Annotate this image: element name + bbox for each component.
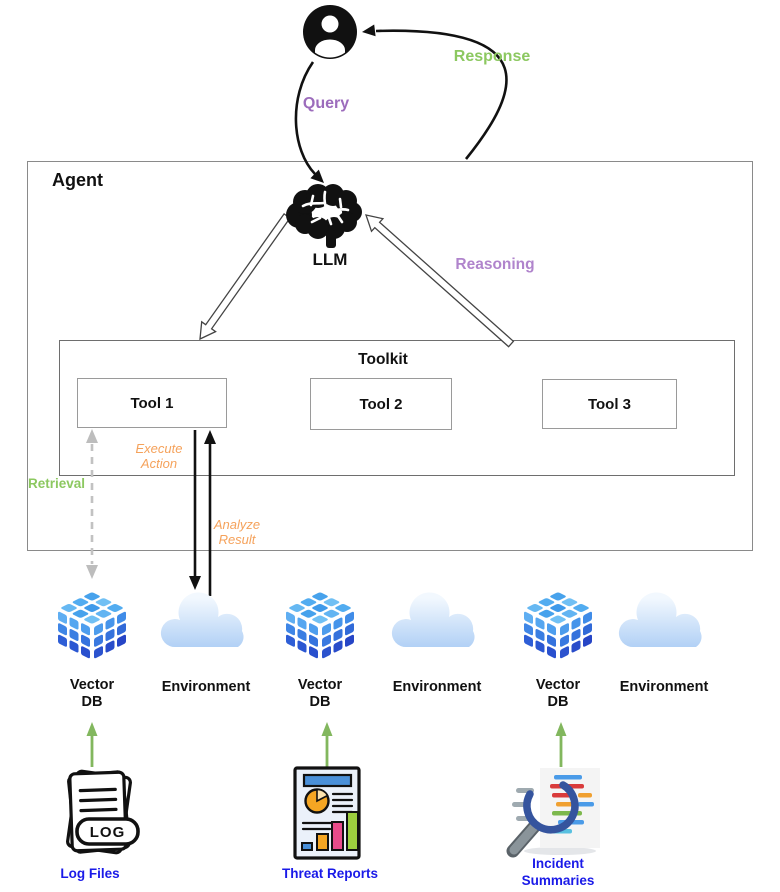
toolkit-label: Toolkit [358, 351, 408, 368]
analyze-result-line2: Result [218, 532, 256, 547]
reasoning-label: Reasoning [455, 256, 535, 273]
tool-1-label: Tool 1 [130, 394, 174, 412]
vector-db-2-line2: DB [309, 694, 331, 710]
environment-label-1: Environment [161, 679, 251, 695]
threat-reports-label: Threat Reports [281, 866, 379, 881]
vector-db-label-3: Vector DB [513, 677, 603, 711]
vector-db-1-line1: Vector [69, 677, 115, 693]
log-files-label: Log Files [60, 866, 120, 881]
analyze-result-label: Analyze Result [202, 517, 272, 547]
vector-db-2-line1: Vector [297, 677, 343, 693]
query-arrow [294, 61, 324, 183]
log-files-arrow [85, 720, 99, 769]
toolkit-box [59, 340, 735, 476]
threat-reports-arrow [320, 720, 334, 769]
execute-action-line1: Execute [135, 441, 183, 456]
llm-label: LLM [312, 250, 348, 269]
incident-summaries-arrow [554, 720, 568, 769]
tool-2-box: Tool 2 [310, 378, 452, 430]
user-icon [303, 5, 357, 59]
reasoning-arrow [365, 214, 515, 348]
tool-1-box: Tool 1 [77, 378, 227, 428]
vector-db-label-1: Vector DB [47, 677, 137, 711]
vector-db-1-line2: DB [81, 694, 103, 710]
vector-db-icon-1 [55, 589, 129, 663]
environment-cloud-icon-1 [160, 592, 244, 648]
vector-db-label-2: Vector DB [275, 677, 365, 711]
incident-summaries-label: Incident Summaries [503, 856, 613, 889]
response-arrow [362, 24, 508, 160]
execute-action-label: Execute Action [124, 441, 194, 471]
agent-box [27, 161, 753, 551]
execute-action-line2: Action [140, 456, 178, 471]
threat-reports-icon [293, 766, 361, 860]
brain-icon [286, 184, 362, 248]
log-files-icon: LOG [66, 769, 140, 855]
vector-db-icon-2 [283, 589, 357, 663]
incident-summaries-line1: Incident [532, 856, 584, 871]
llm-to-toolkit-arrow [199, 212, 291, 341]
log-badge-text: LOG [90, 824, 126, 841]
magnifier [506, 781, 579, 858]
tool-3-box: Tool 3 [542, 379, 677, 429]
query-label: Query [302, 95, 350, 112]
analyze-result-line1: Analyze [213, 517, 261, 532]
environment-label-2: Environment [392, 679, 482, 695]
execute-action-arrow [189, 430, 201, 590]
retrieval-arrow [86, 429, 98, 579]
analyze-result-arrow [204, 430, 216, 596]
vector-db-3-line2: DB [547, 694, 569, 710]
incident-summaries-line2: Summaries [521, 872, 595, 888]
retrieval-label: Retrieval [28, 476, 86, 491]
tool-2-label: Tool 2 [359, 395, 403, 413]
agent-label: Agent [52, 170, 103, 190]
incident-summaries-icon [506, 768, 600, 858]
vector-db-3-line1: Vector [535, 677, 581, 693]
environment-label-3: Environment [619, 679, 709, 695]
tool-3-label: Tool 3 [587, 395, 632, 413]
vector-db-icon-3 [521, 589, 595, 663]
response-label: Response [453, 48, 531, 65]
environment-cloud-icon-3 [618, 592, 702, 648]
environment-cloud-icon-2 [391, 592, 475, 648]
